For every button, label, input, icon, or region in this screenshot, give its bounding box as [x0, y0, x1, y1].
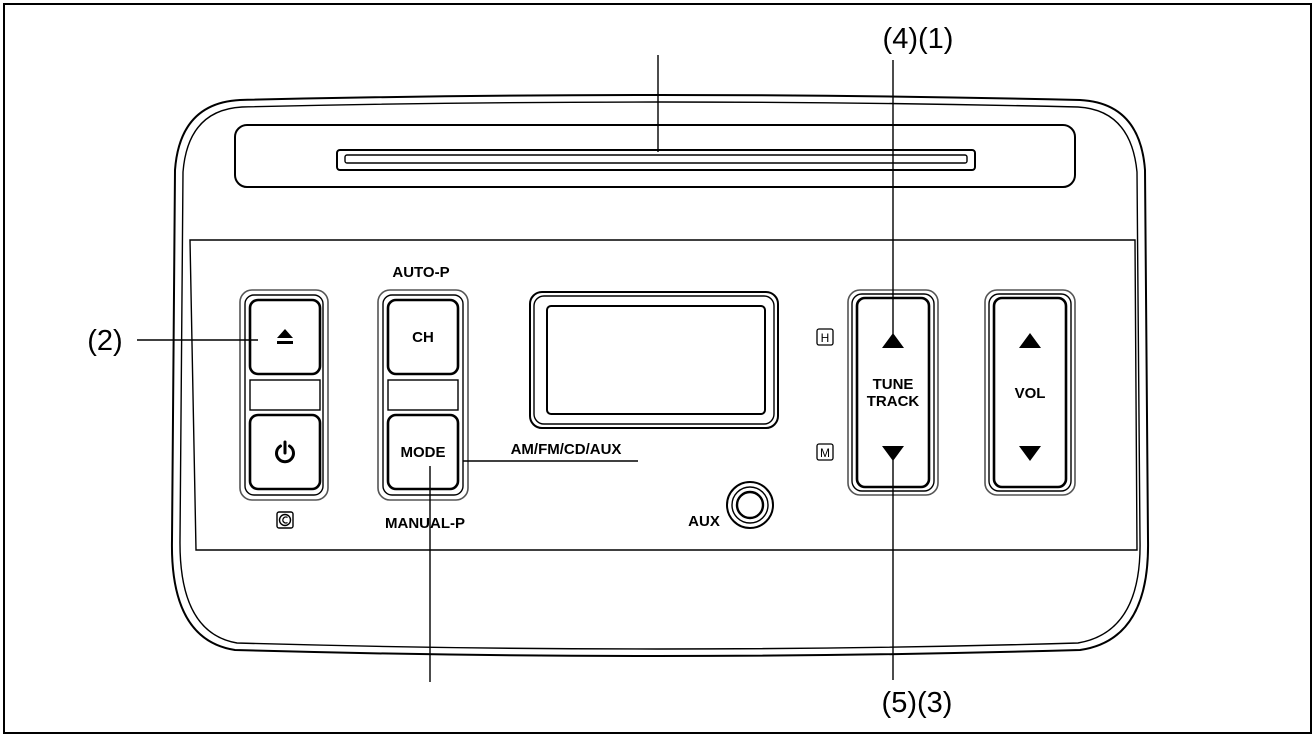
frame-border — [3, 3, 1312, 734]
cd-slot-inner — [344, 154, 968, 164]
vol-label: VOL — [1015, 385, 1046, 402]
cd-slot[interactable] — [336, 149, 976, 171]
eject-power-divider — [249, 379, 321, 411]
tune-down-icon[interactable] — [882, 446, 904, 461]
display — [529, 291, 779, 429]
tune-label: TUNE — [873, 376, 914, 393]
m-indicator: M — [816, 443, 834, 461]
h-label: H — [821, 331, 830, 345]
display-screen — [546, 305, 766, 415]
vol-up-icon[interactable] — [1019, 333, 1041, 348]
power-button[interactable] — [248, 413, 322, 491]
control-panel-outline — [189, 239, 1138, 551]
c-symbol-icon — [276, 511, 294, 529]
mode-label: MODE — [401, 444, 446, 461]
radio-body-inner-outline — [179, 101, 1141, 650]
aux-label: AUX — [688, 513, 720, 530]
radio-body-outline — [170, 94, 1150, 657]
h-indicator: H — [816, 328, 834, 346]
callout-left: (2) — [87, 325, 122, 357]
ch-mode-group: AUTO-P CH MODE MANUAL-P — [377, 264, 469, 532]
auto-p-label: AUTO-P — [392, 264, 449, 281]
aux-jack[interactable] — [726, 481, 774, 529]
vol-group: VOL — [984, 289, 1076, 496]
power-icon — [275, 440, 295, 464]
tune-track-group: TUNE TRACK — [847, 289, 939, 496]
tune-track-button[interactable]: TUNE TRACK — [855, 296, 931, 489]
manual-p-label: MANUAL-P — [385, 515, 465, 532]
eject-power-group — [239, 289, 329, 529]
source-label: AM/FM/CD/AUX — [511, 441, 622, 458]
vol-button[interactable]: VOL — [992, 296, 1068, 489]
ch-label: CH — [412, 329, 434, 346]
callout-bottom-right: (5)(3) — [882, 687, 953, 719]
vol-down-icon[interactable] — [1019, 446, 1041, 461]
eject-icon — [277, 329, 293, 344]
ch-mode-divider — [387, 379, 459, 411]
eject-button[interactable] — [248, 298, 322, 376]
cd-slot-panel — [234, 124, 1076, 188]
mode-button[interactable]: MODE — [386, 413, 460, 491]
m-label: M — [820, 446, 830, 460]
ch-button[interactable]: CH — [386, 298, 460, 376]
tune-up-icon[interactable] — [882, 333, 904, 348]
track-label: TRACK — [867, 393, 920, 410]
callout-top-right: (4)(1) — [883, 23, 954, 55]
